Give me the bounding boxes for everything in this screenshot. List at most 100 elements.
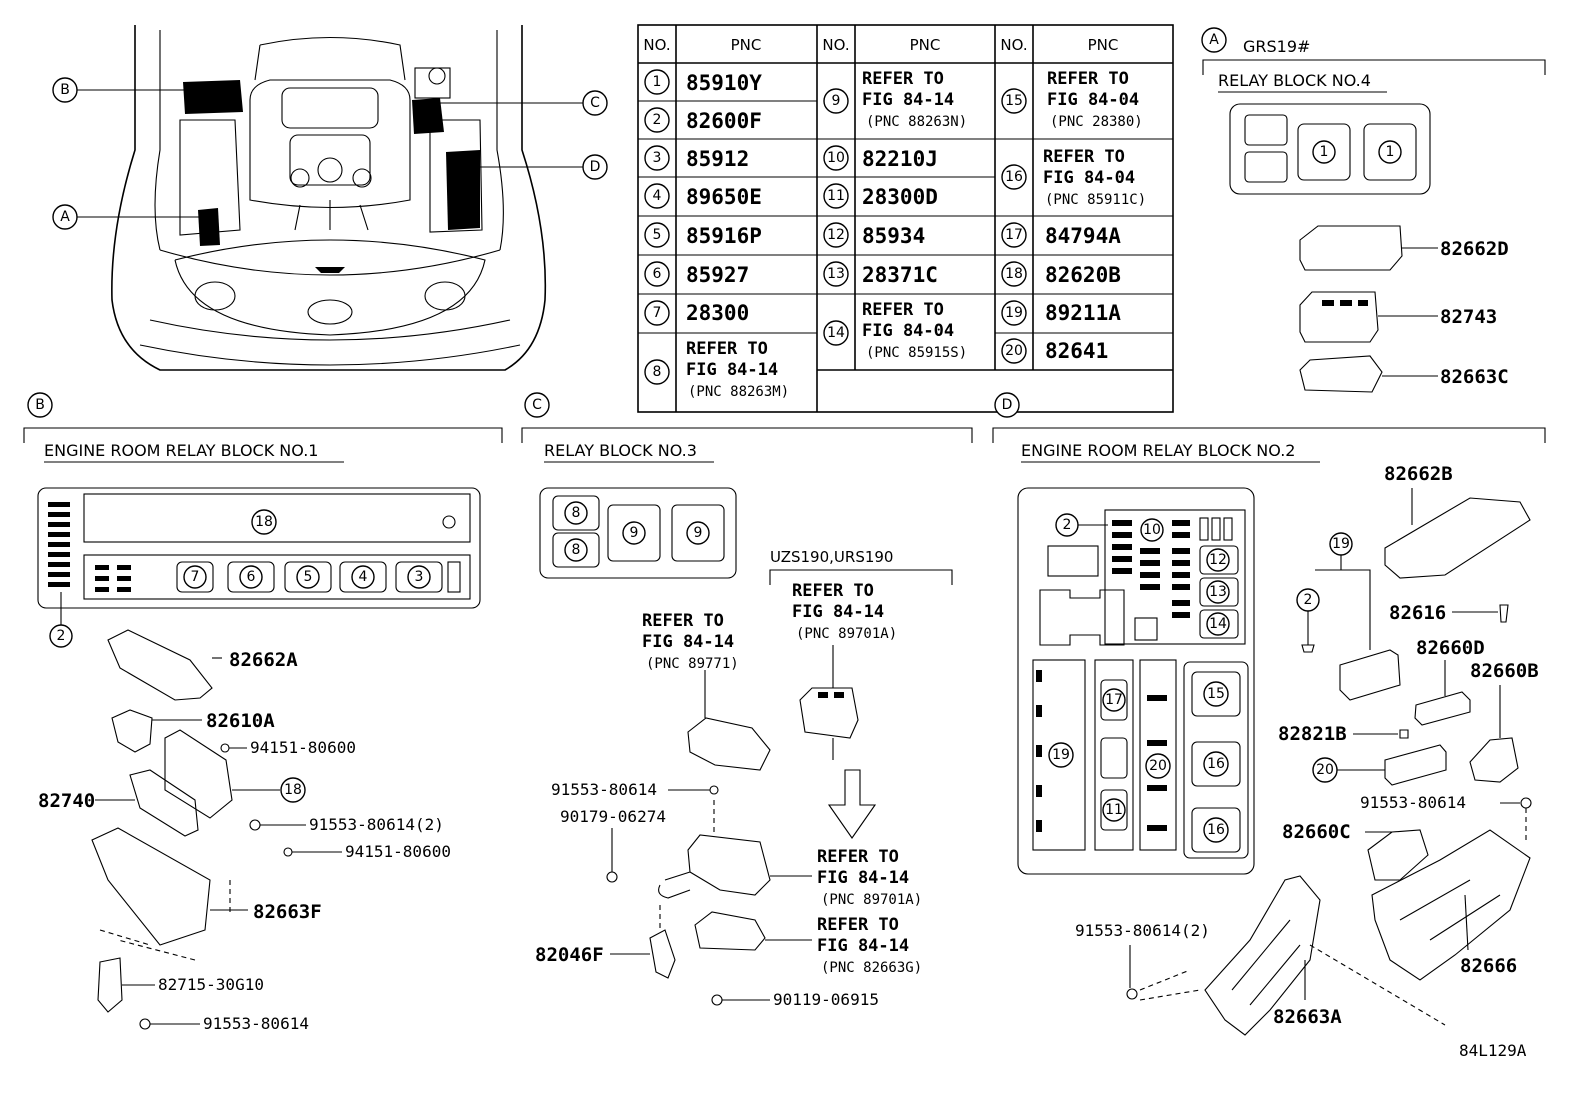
row-number: 1 [653, 74, 662, 90]
row-number: 8 [653, 364, 662, 380]
header-no-3: NO. [1000, 36, 1027, 54]
row-number: 18 [1005, 266, 1023, 282]
block-label: 9 [630, 525, 639, 541]
callout-letter: D [590, 159, 601, 175]
part-number: 90119-06915 [773, 990, 879, 1009]
table-row: 13 28371C [823, 261, 938, 287]
row-ref-line3: (PNC 88263N) [866, 114, 967, 130]
row-number: 6 [653, 266, 662, 282]
section-title: RELAY BLOCK NO.3 [544, 441, 697, 460]
row-pnc: 89211A [1045, 301, 1121, 325]
ref-line3: (PNC 82663G) [821, 960, 922, 976]
row-ref-line2: FIG 84-04 [1047, 90, 1139, 110]
block-label: 20 [1149, 758, 1167, 774]
relay-label: 1 [1386, 144, 1395, 160]
part-number: 82660D [1416, 637, 1485, 659]
header-pnc-2: PNC [910, 36, 941, 54]
row-pnc: 85927 [686, 263, 749, 287]
row-pnc: 28371C [862, 263, 938, 287]
table-row: 16 REFER TO FIG 84-04 (PNC 85911C) [1001, 147, 1146, 208]
part-number: 19 [1332, 536, 1350, 552]
block-label: 13 [1209, 584, 1227, 600]
row-number: 4 [653, 188, 662, 204]
row-number: 19 [1005, 305, 1023, 321]
row-number: 12 [827, 227, 845, 243]
row-ref-line2: FIG 84-04 [862, 321, 954, 341]
table-row: 5 85916P [644, 222, 762, 248]
part-number: 91553-80614 [1360, 793, 1466, 812]
ref-line3: (PNC 89701A) [821, 892, 922, 908]
header-pnc-1: PNC [731, 36, 762, 54]
row-pnc: 82641 [1045, 339, 1108, 363]
part-number: 82610A [206, 710, 275, 732]
table-row: 14 REFER TO FIG 84-04 (PNC 85915S) [823, 300, 967, 361]
row-pnc: 85912 [686, 147, 749, 171]
ref-line3: (PNC 89701A) [796, 626, 897, 642]
row-ref-line2: FIG 84-04 [1043, 168, 1135, 188]
table-row: 15 REFER TO FIG 84-04 (PNC 28380) [1001, 69, 1143, 130]
part-number: 18 [284, 782, 302, 798]
callout-letter: B [60, 82, 70, 98]
part-number: 82662D [1440, 238, 1509, 260]
callout-b-overview: B [52, 77, 185, 103]
block-label: 15 [1207, 686, 1225, 702]
row-pnc: 89650E [686, 185, 762, 209]
row-number: 2 [653, 112, 662, 128]
part-number: 82740 [38, 790, 95, 812]
section-title: ENGINE ROOM RELAY BLOCK NO.1 [44, 441, 318, 460]
ref-line2: FIG 84-14 [792, 602, 884, 622]
part-number: 82660B [1470, 660, 1539, 682]
row-pnc: 85910Y [686, 71, 762, 95]
callout-a-overview: A [52, 204, 200, 230]
row-number: 17 [1005, 227, 1023, 243]
part-number: 94151-80600 [250, 738, 356, 757]
figure-code: 84L129A [1459, 1041, 1527, 1060]
row-ref-line1: REFER TO [686, 339, 768, 359]
section-a: A GRS19# RELAY BLOCK NO.4 1 1 82662D 827… [1201, 27, 1546, 393]
row-pnc: 85916P [686, 224, 762, 248]
fuse-grid [1112, 517, 1233, 618]
section-letter: D [1002, 397, 1013, 413]
row-number: 11 [827, 188, 845, 204]
table-row: 8 REFER TO FIG 84-14 (PNC 88263M) [644, 339, 789, 400]
fuse-strip [48, 502, 131, 592]
part-number: 91553-80614(2) [309, 815, 444, 834]
model-note: UZS190,URS190 [770, 548, 893, 566]
row-ref-line1: REFER TO [1047, 69, 1129, 89]
table-row: 9 REFER TO FIG 84-14 (PNC 88263N) [823, 69, 967, 130]
block-label: 16 [1207, 822, 1225, 838]
part-number: 90179-06274 [560, 807, 666, 826]
row-number: 13 [827, 266, 845, 282]
part-number: 82663A [1273, 1006, 1342, 1028]
ref-line2: FIG 84-14 [817, 936, 909, 956]
header-pnc-3: PNC [1088, 36, 1119, 54]
part-number: 82715-30G10 [158, 975, 264, 994]
row-number: 7 [653, 305, 662, 321]
row-pnc: 85934 [862, 224, 925, 248]
section-c: C RELAY BLOCK NO.3 8 8 9 9 UZS190,URS190… [521, 392, 973, 1009]
block-label: 8 [572, 542, 581, 558]
block-label: 3 [415, 569, 424, 585]
row-number: 5 [653, 227, 662, 243]
relay-label: 1 [1320, 144, 1329, 160]
section-letter: C [532, 397, 542, 413]
section-title: RELAY BLOCK NO.4 [1218, 71, 1371, 90]
block-label: 17 [1105, 692, 1123, 708]
section-b: B ENGINE ROOM RELAY BLOCK NO.1 18 7 6 5 … [23, 392, 503, 1033]
part-number: 82821B [1278, 723, 1347, 745]
block-label: 8 [572, 505, 581, 521]
callout-d-overview: D [475, 154, 608, 180]
ref-line1: REFER TO [642, 611, 724, 631]
ref-line1: REFER TO [792, 581, 874, 601]
ref-line1: REFER TO [817, 915, 899, 935]
row-ref-line1: REFER TO [862, 300, 944, 320]
block-label: 19 [1052, 747, 1070, 763]
table-row: 19 89211A [1001, 300, 1121, 326]
part-number: 94151-80600 [345, 842, 451, 861]
